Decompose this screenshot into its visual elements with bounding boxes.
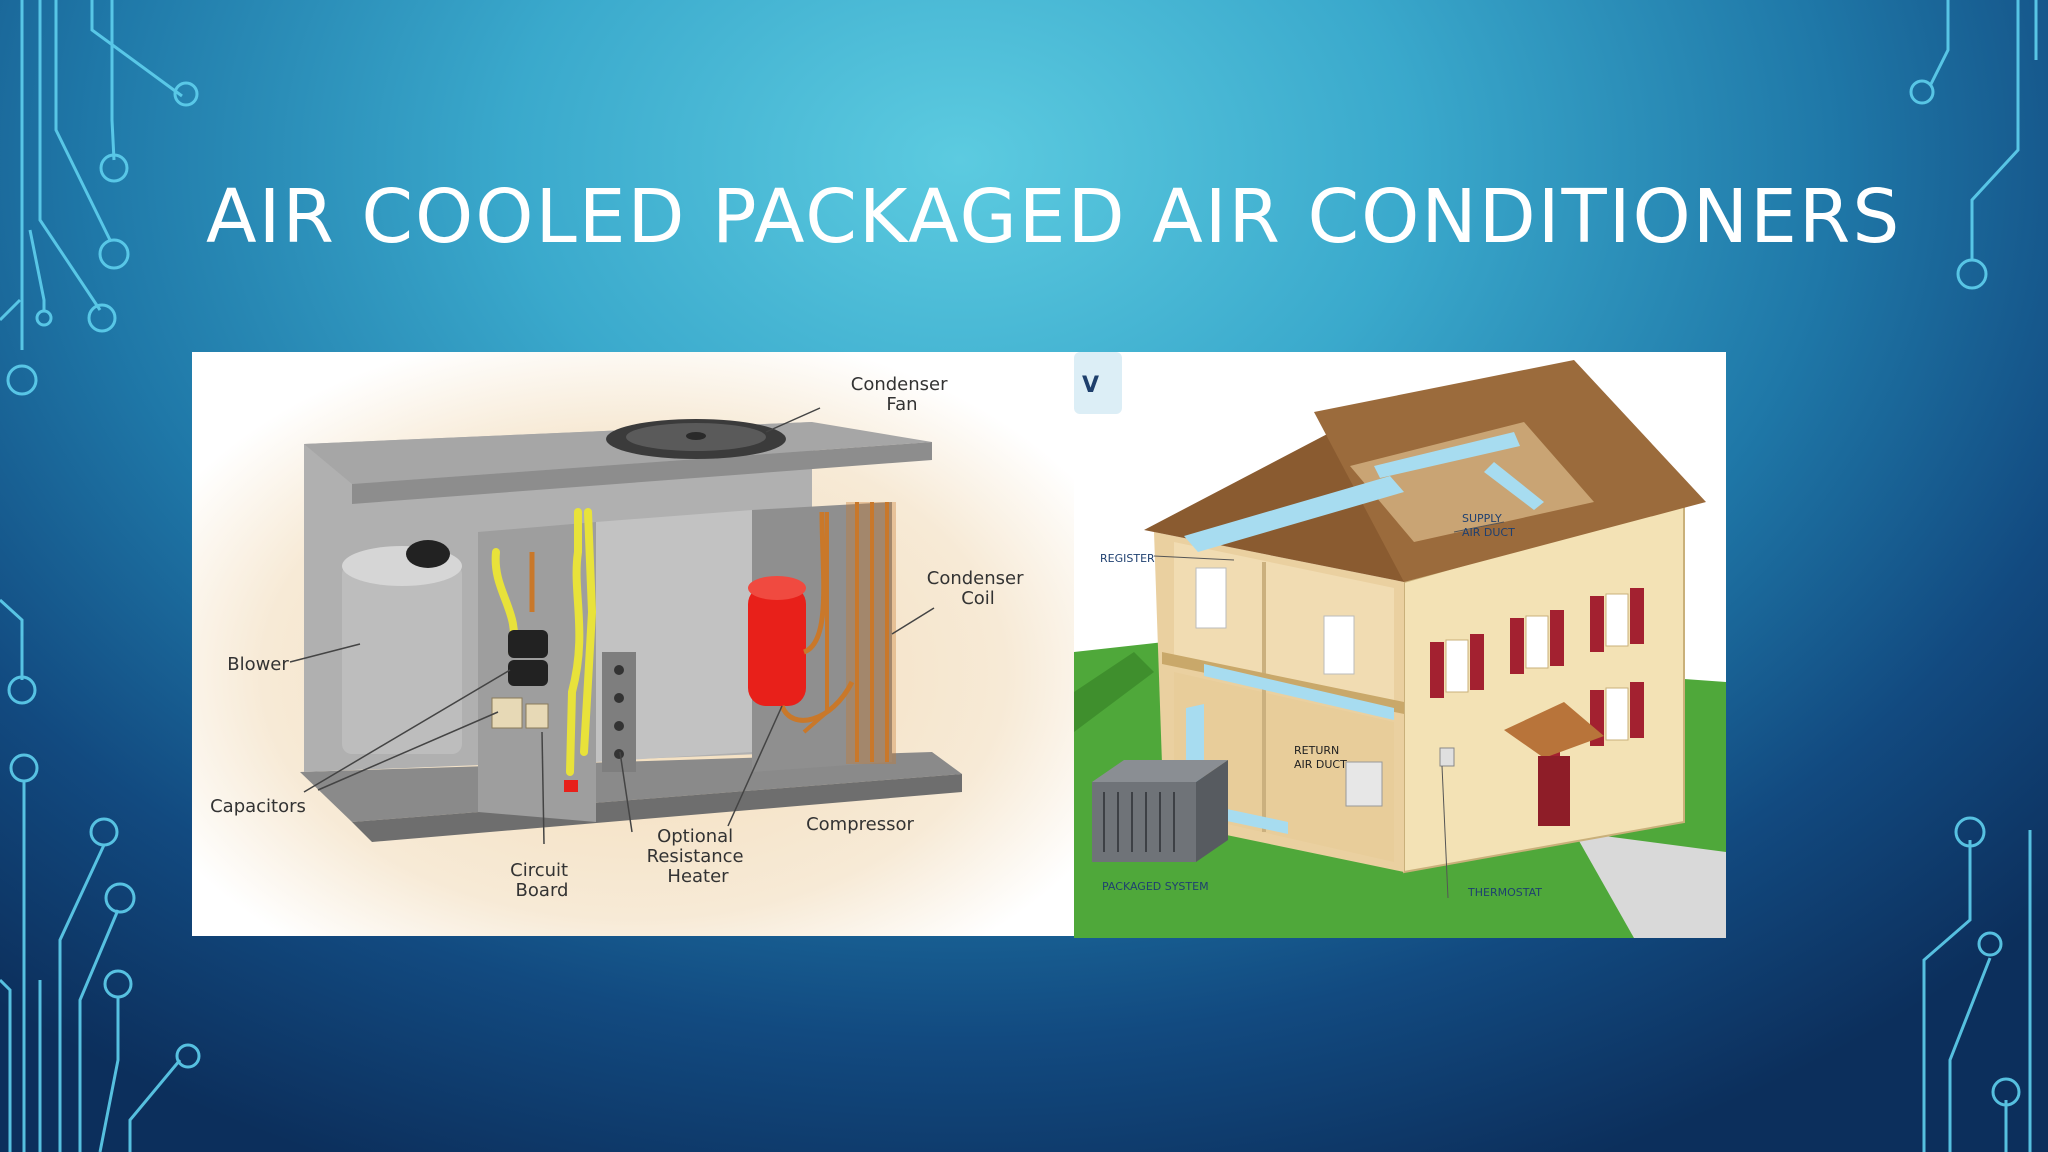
- label-register: REGISTER: [1100, 552, 1155, 565]
- packaged-unit-cutaway-illustration: Condenser Fan Condenser Coil Blower Capa…: [192, 352, 1076, 936]
- label-return-air-duct: RETURN AIR DUCT: [1294, 744, 1347, 771]
- label-blower: Blower: [227, 654, 289, 675]
- label-optional-resistance-heater: Optional Resistance Heater: [647, 826, 750, 887]
- label-supply-air-duct: SUPPLY AIR DUCT: [1462, 512, 1515, 539]
- label-circuit-board: Circuit Board: [510, 860, 574, 901]
- house-packaged-system-illustration: V: [1074, 352, 1726, 938]
- label-capacitors: Capacitors: [210, 796, 306, 817]
- label-thermostat: THERMOSTAT: [1467, 886, 1542, 899]
- label-packaged-system: PACKAGED SYSTEM: [1102, 880, 1209, 893]
- corner-letter: V: [1082, 373, 1099, 398]
- slide-title: AIR COOLED PACKAGED AIR CONDITIONERS: [206, 174, 1902, 260]
- label-condenser-coil: Condenser Coil: [927, 568, 1029, 609]
- label-condenser-fan: Condenser Fan: [851, 374, 953, 415]
- label-compressor: Compressor: [806, 814, 914, 835]
